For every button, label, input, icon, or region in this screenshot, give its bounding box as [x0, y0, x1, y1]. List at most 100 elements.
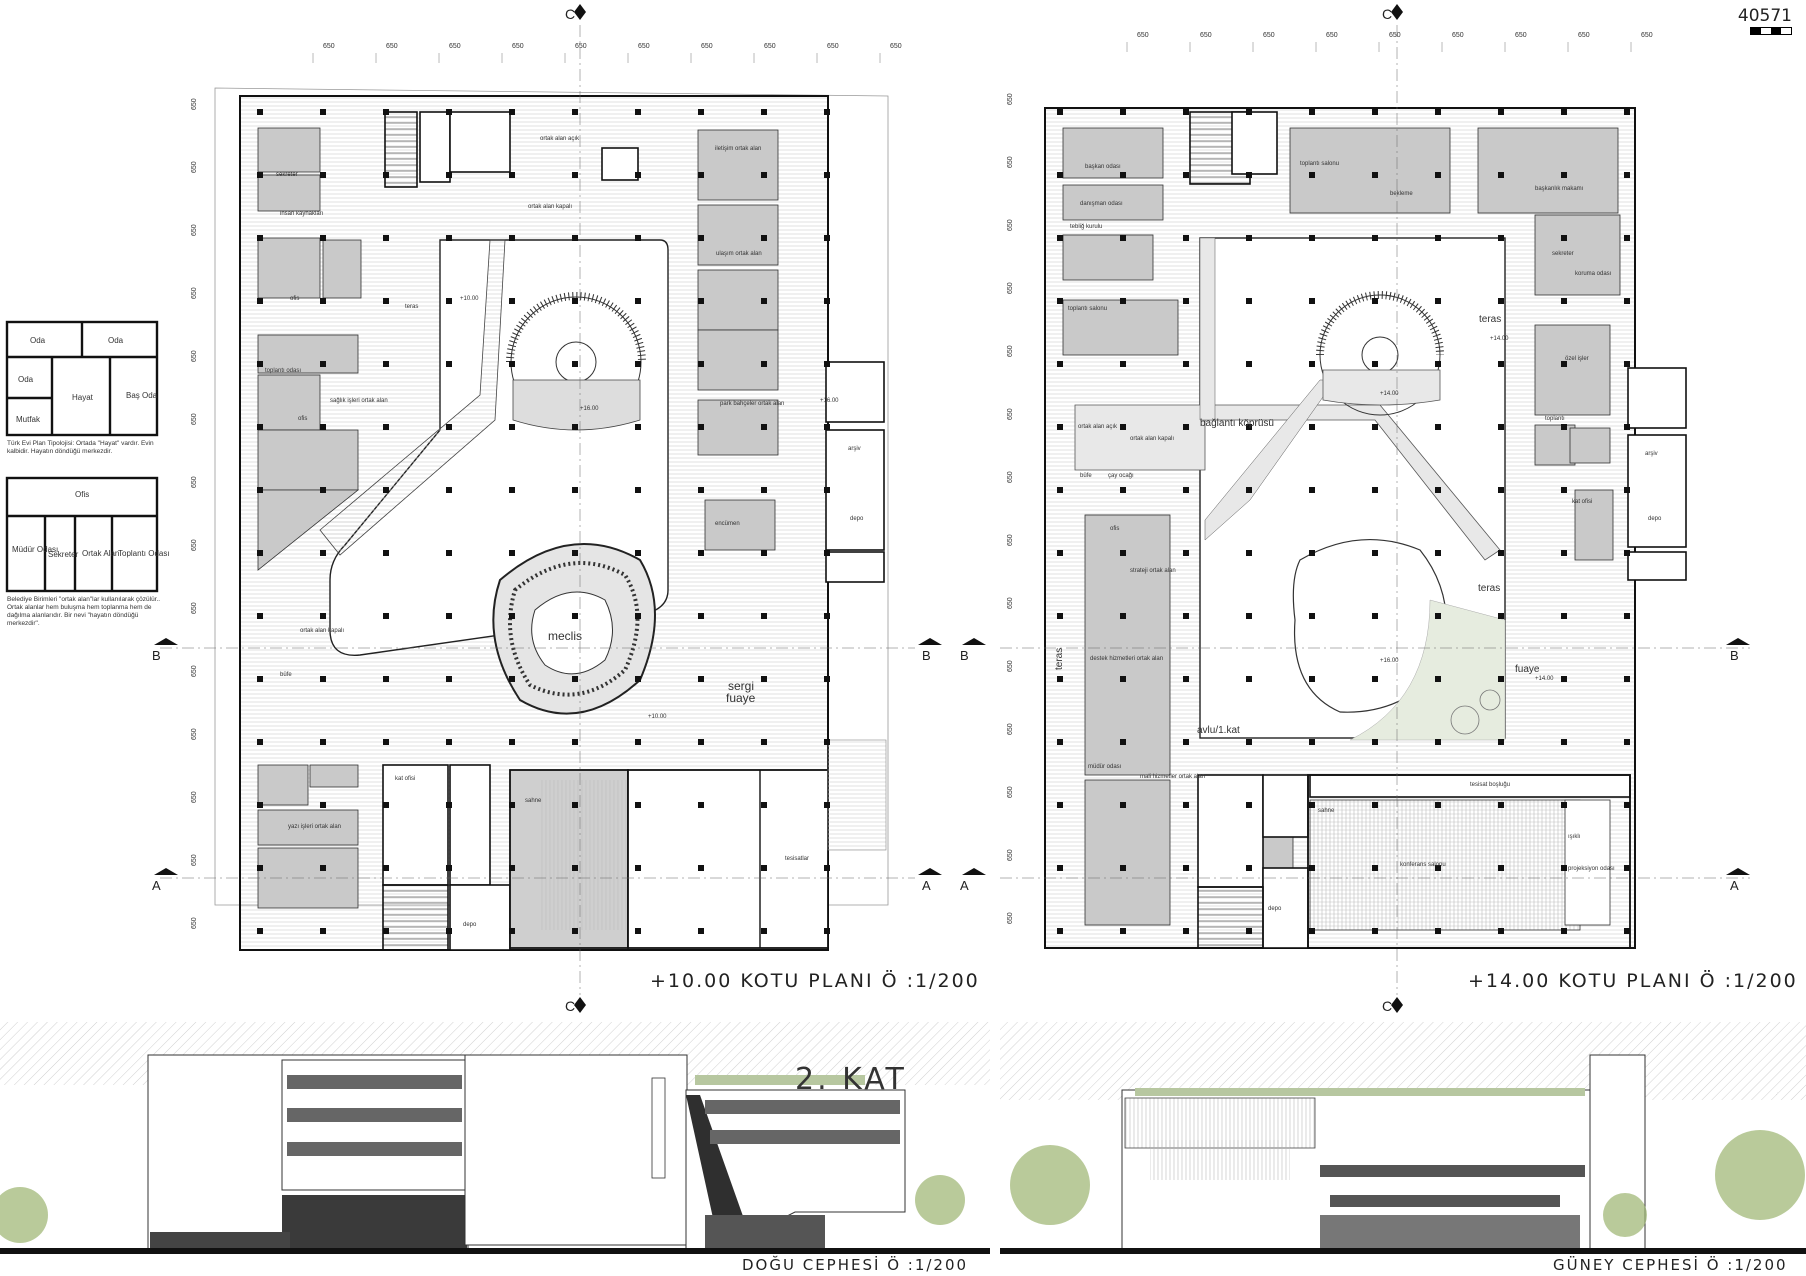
structural-column: [1057, 298, 1063, 304]
structural-column: [698, 361, 704, 367]
structural-column: [1435, 802, 1441, 808]
structural-column: [1309, 298, 1315, 304]
structural-column: [446, 487, 452, 493]
label-tebfig: tebliğ kurulu: [1070, 224, 1102, 230]
structural-column: [1120, 424, 1126, 430]
structural-column: [824, 235, 830, 241]
structural-column: [1183, 865, 1189, 871]
structural-column: [1498, 802, 1504, 808]
structural-column: [635, 613, 641, 619]
structural-column: [1498, 109, 1504, 115]
section-b-3: B: [960, 648, 969, 663]
structural-column: [1561, 739, 1567, 745]
structural-column: [1435, 361, 1441, 367]
structural-column: [320, 298, 326, 304]
grid-dimension: 650: [1007, 597, 1014, 609]
structural-column: [320, 361, 326, 367]
structural-column: [1498, 172, 1504, 178]
structural-column: [446, 361, 452, 367]
structural-column: [1372, 613, 1378, 619]
grid-dimension: 650: [1007, 723, 1014, 735]
structural-column: [1372, 676, 1378, 682]
label-kat-ofisi-l: kat ofisi: [395, 776, 415, 782]
structural-column: [572, 361, 578, 367]
structural-column: [1246, 865, 1252, 871]
structural-column: [824, 424, 830, 430]
structural-column: [698, 739, 704, 745]
structural-column: [320, 865, 326, 871]
structural-column: [383, 172, 389, 178]
structural-column: [1309, 235, 1315, 241]
structural-column: [1561, 172, 1567, 178]
grid-dimension: 650: [191, 350, 198, 362]
typology-diagram-1: [5, 320, 159, 437]
structural-column: [698, 550, 704, 556]
label-encumen: encümen: [715, 521, 740, 527]
structural-column: [824, 487, 830, 493]
structural-column: [1561, 235, 1567, 241]
structural-column: [1435, 550, 1441, 556]
structural-column: [383, 424, 389, 430]
scale-bar: [1750, 27, 1792, 35]
grid-dimension: 650: [191, 917, 198, 929]
structural-column: [1435, 172, 1441, 178]
structural-column: [572, 424, 578, 430]
structural-column: [635, 235, 641, 241]
structural-column: [320, 487, 326, 493]
typo1-mutfak: Mutfak: [16, 415, 41, 424]
structural-column: [635, 802, 641, 808]
structural-column: [509, 487, 515, 493]
structural-column: [635, 550, 641, 556]
structural-column: [509, 865, 515, 871]
section-c-top-right: C: [1382, 6, 1393, 22]
structural-column: [1498, 613, 1504, 619]
elevation-south: [1000, 1022, 1806, 1255]
structural-column: [698, 928, 704, 934]
structural-column: [1498, 928, 1504, 934]
structural-column: [1624, 235, 1630, 241]
label-teras-r1: teras: [1479, 314, 1501, 325]
section-c-bottom-right: C: [1382, 998, 1393, 1014]
structural-column: [1435, 298, 1441, 304]
structural-column: [1246, 235, 1252, 241]
grid-dimension: 650: [1007, 408, 1014, 420]
structural-column: [1246, 802, 1252, 808]
label-teras-l: teras: [405, 304, 418, 310]
structural-column: [1561, 802, 1567, 808]
section-a-3: A: [960, 878, 969, 893]
structural-column: [1561, 424, 1567, 430]
grid-dimension: 650: [1007, 471, 1014, 483]
label-level-r1: +14.00: [1380, 391, 1399, 397]
structural-column: [320, 613, 326, 619]
grid-dimension: 650: [1641, 32, 1653, 39]
label-teras-r2: teras: [1478, 583, 1500, 594]
structural-column: [698, 424, 704, 430]
structural-column: [383, 298, 389, 304]
structural-column: [698, 235, 704, 241]
label-level-r4: +14.00: [1535, 676, 1554, 682]
structural-column: [320, 928, 326, 934]
label-konferans: konferans salonu: [1400, 862, 1446, 868]
structural-column: [698, 298, 704, 304]
label-arsiv-r: arşiv: [1645, 451, 1658, 457]
structural-column: [383, 361, 389, 367]
structural-column: [1120, 739, 1126, 745]
east-elevation-title: DOĞU CEPHESİ Ö :1/200: [742, 1256, 969, 1274]
structural-column: [1120, 487, 1126, 493]
typo2-mudur: Müdür Odası: [12, 545, 58, 554]
structural-column: [1183, 172, 1189, 178]
structural-column: [572, 739, 578, 745]
structural-column: [1057, 487, 1063, 493]
structural-column: [1309, 550, 1315, 556]
section-c-bottom-left: C: [565, 998, 576, 1014]
structural-column: [1120, 172, 1126, 178]
grid-dimension: 650: [191, 161, 198, 173]
label-bekleme-r: bekleme: [1390, 191, 1413, 197]
structural-column: [383, 802, 389, 808]
structural-column: [1624, 361, 1630, 367]
structural-column: [446, 739, 452, 745]
label-destek: destek hizmetleri ortak alan: [1090, 656, 1163, 662]
structural-column: [446, 928, 452, 934]
structural-column: [1435, 928, 1441, 934]
